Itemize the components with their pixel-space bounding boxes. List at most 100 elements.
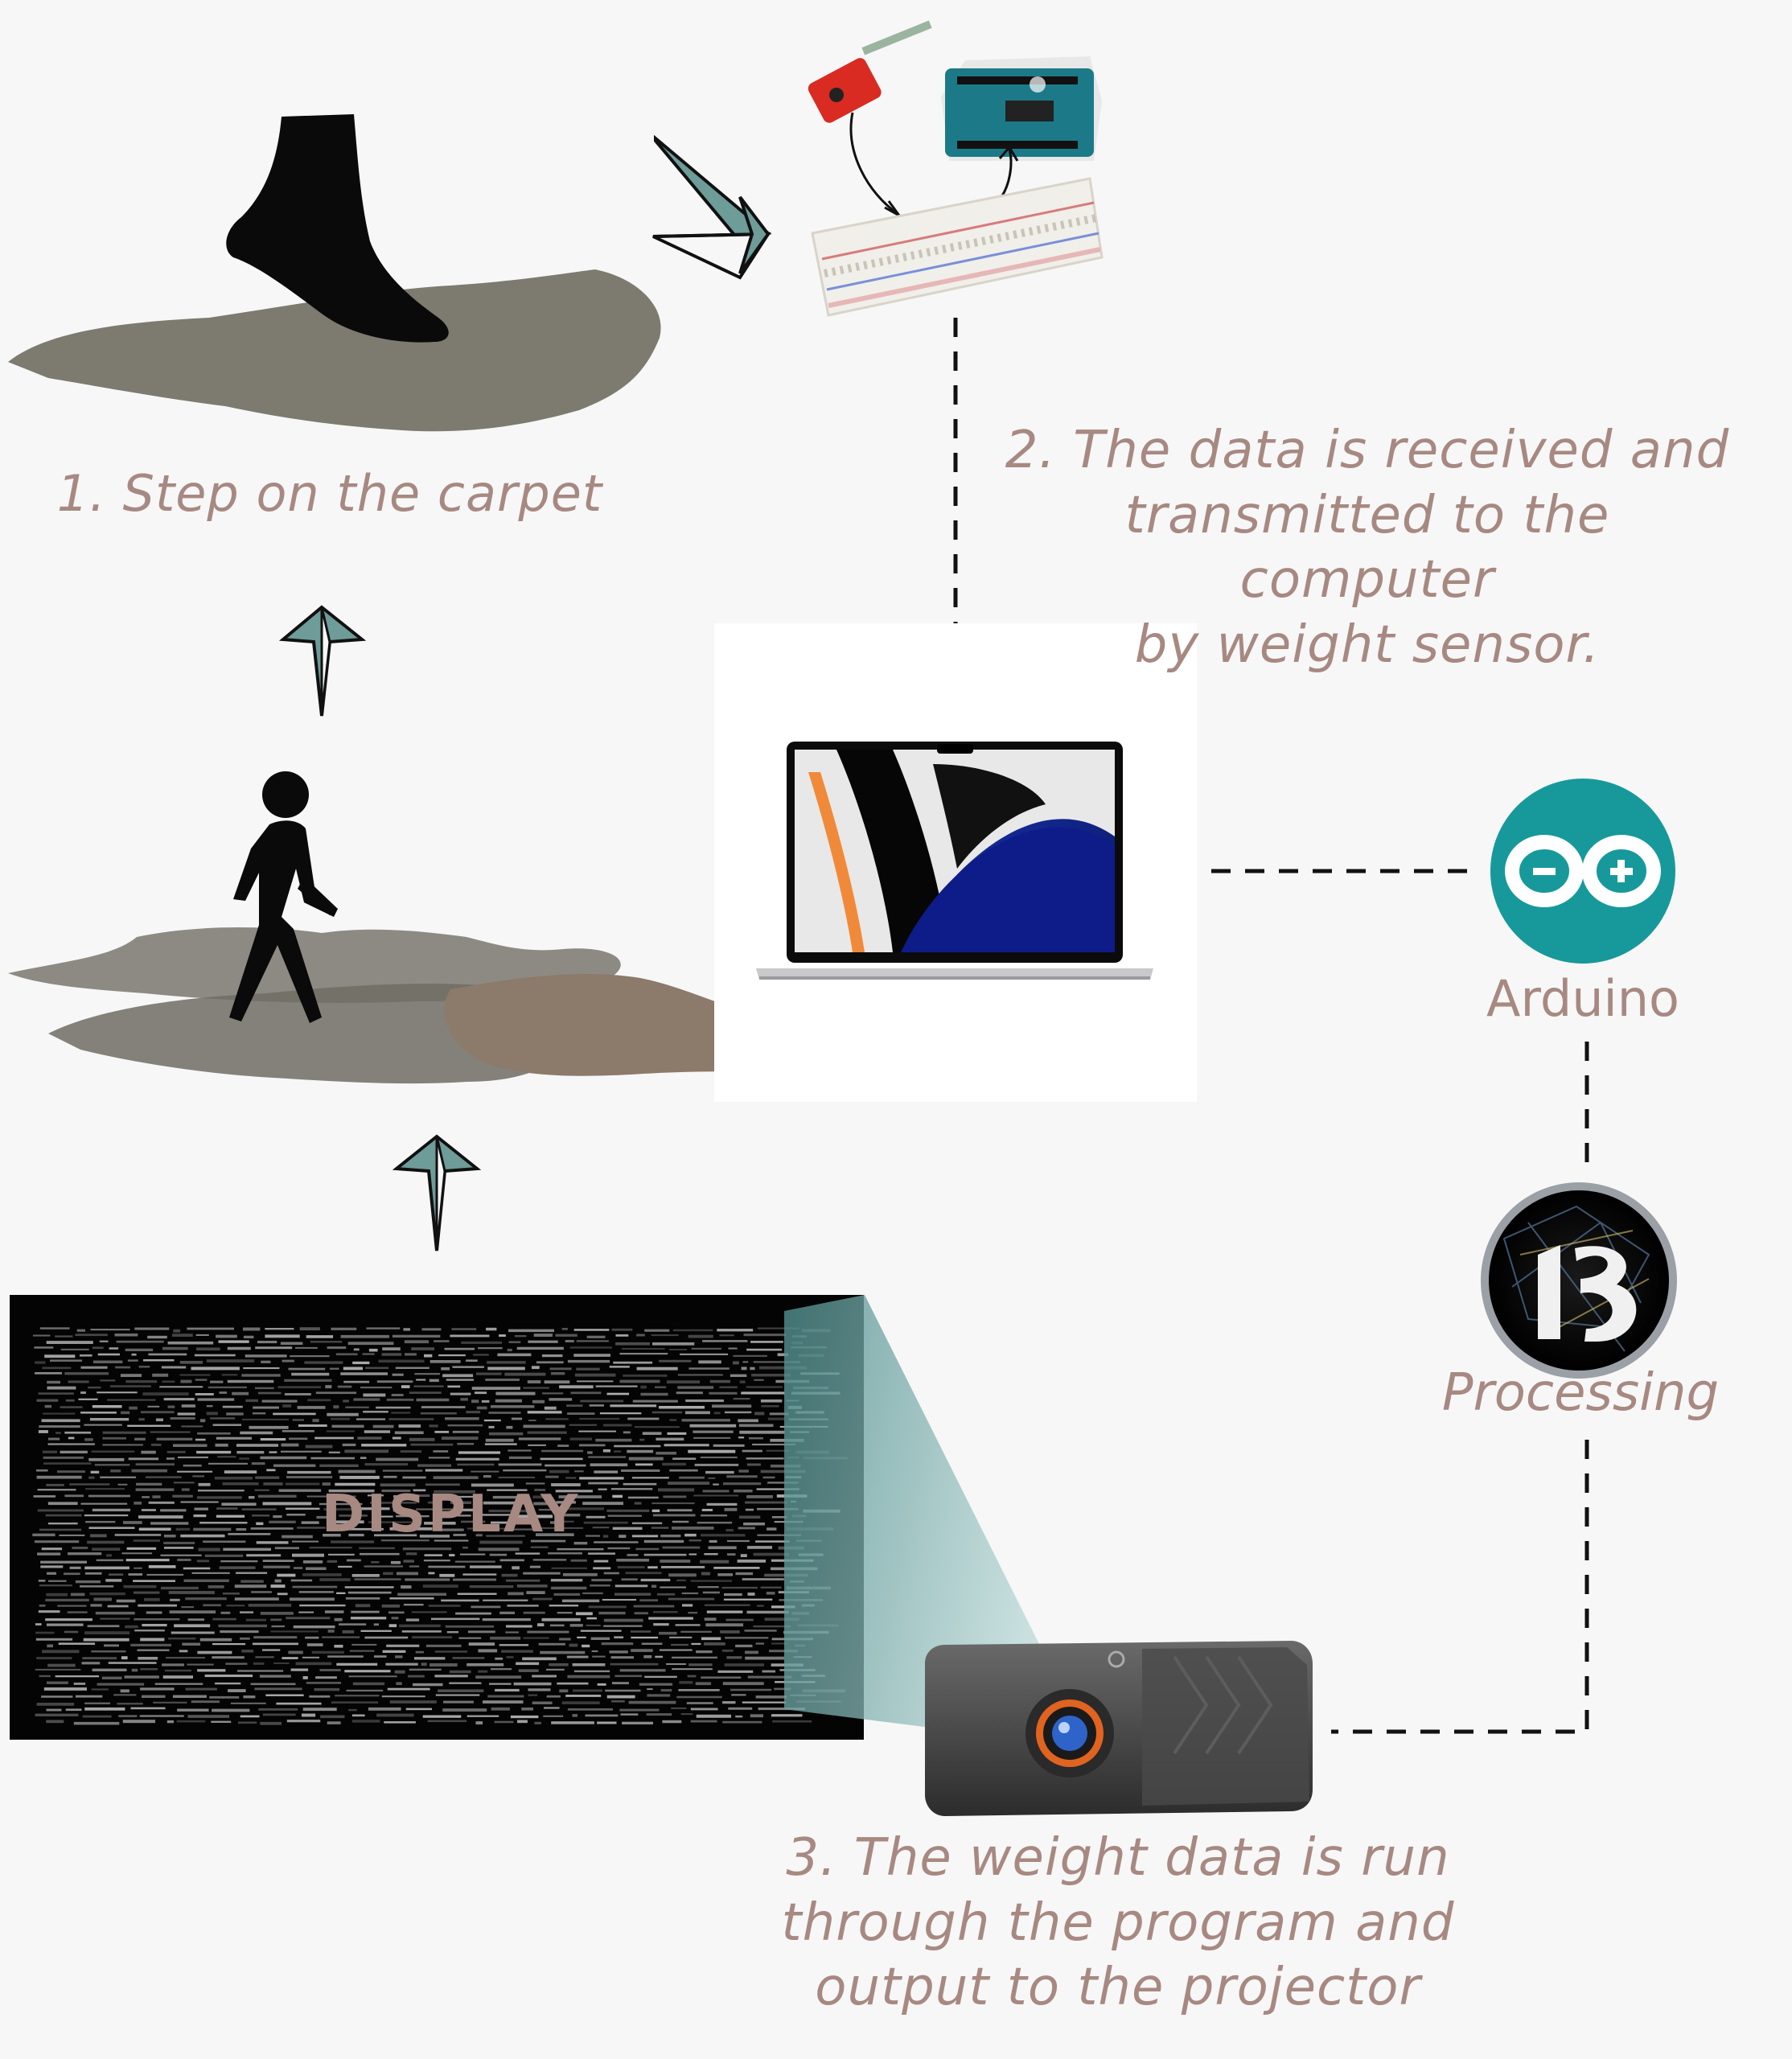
noise-stroke <box>660 1649 693 1651</box>
noise-stroke <box>42 1450 57 1453</box>
noise-stroke <box>215 1443 228 1447</box>
noise-stroke <box>131 1668 138 1672</box>
noise-stroke <box>351 1610 380 1613</box>
noise-stroke <box>693 1436 731 1439</box>
noise-stroke <box>248 1604 292 1607</box>
noise-stroke <box>352 1682 385 1686</box>
noise-stroke <box>168 1638 196 1640</box>
noise-stroke <box>134 1630 165 1632</box>
noise-stroke <box>255 1346 293 1350</box>
noise-stroke <box>720 1630 740 1634</box>
noise-stroke <box>39 1528 82 1531</box>
noise-stroke <box>289 1437 308 1440</box>
noise-stroke <box>641 1642 663 1645</box>
noise-stroke <box>391 1617 399 1620</box>
noise-stroke <box>631 1535 659 1538</box>
noise-stroke <box>255 1476 280 1479</box>
noise-stroke <box>221 1502 257 1506</box>
noise-stroke <box>315 1676 337 1679</box>
noise-stroke <box>487 1695 524 1698</box>
noise-stroke <box>134 1437 146 1440</box>
noise-stroke <box>486 1535 525 1537</box>
noise-stroke <box>491 1527 510 1530</box>
noise-stroke <box>102 1436 126 1440</box>
noise-stroke <box>328 1553 355 1556</box>
noise-stroke <box>676 1391 703 1395</box>
noise-stroke <box>588 1482 619 1485</box>
noise-stroke <box>206 1405 213 1408</box>
noise-stroke <box>310 1341 343 1343</box>
noise-stroke <box>684 1533 697 1537</box>
noise-stroke <box>651 1411 683 1414</box>
noise-stroke <box>739 1380 746 1383</box>
noise-stroke <box>181 1425 203 1428</box>
noise-stroke <box>603 1618 643 1622</box>
noise-stroke <box>541 1354 563 1358</box>
noise-stroke <box>523 1424 565 1428</box>
noise-stroke <box>144 1597 160 1601</box>
noise-stroke <box>80 1366 108 1369</box>
noise-stroke <box>672 1329 713 1332</box>
noise-stroke <box>647 1694 671 1697</box>
noise-stroke <box>668 1573 697 1577</box>
noise-stroke <box>616 1559 649 1562</box>
noise-stroke <box>140 1638 165 1642</box>
noise-stroke <box>302 1560 323 1564</box>
noise-stroke <box>668 1482 710 1485</box>
noise-stroke <box>523 1572 561 1575</box>
noise-stroke <box>549 1469 569 1473</box>
noise-stroke <box>265 1694 304 1696</box>
noise-stroke <box>591 1650 598 1653</box>
noise-stroke <box>259 1675 291 1678</box>
noise-stroke <box>590 1463 628 1467</box>
noise-stroke <box>495 1657 503 1660</box>
noise-stroke <box>116 1340 164 1343</box>
noise-stroke <box>643 1553 687 1556</box>
noise-stroke <box>135 1488 175 1491</box>
noise-stroke <box>422 1584 458 1588</box>
noise-stroke <box>666 1380 701 1384</box>
noise-stroke <box>601 1642 634 1646</box>
sensor-to-breadboard-arrow <box>849 112 898 215</box>
noise-stroke <box>771 1516 787 1519</box>
noise-stroke <box>478 1347 503 1350</box>
noise-stroke <box>46 1708 62 1712</box>
noise-stroke <box>433 1476 479 1479</box>
noise-stroke <box>730 1688 772 1691</box>
noise-stroke <box>121 1656 128 1660</box>
noise-stroke <box>39 1584 72 1587</box>
noise-stroke <box>713 1444 745 1447</box>
noise-stroke <box>532 1701 553 1704</box>
noise-stroke <box>360 1387 393 1389</box>
noise-stroke <box>280 1342 303 1345</box>
noise-stroke <box>68 1552 102 1556</box>
noise-stroke <box>723 1598 773 1601</box>
noise-stroke <box>757 1605 764 1607</box>
noise-stroke <box>743 1334 787 1337</box>
noise-stroke <box>483 1475 491 1478</box>
noise-stroke <box>292 1553 324 1557</box>
noise-stroke <box>767 1482 799 1484</box>
noise-stroke <box>751 1374 791 1377</box>
noise-stroke <box>41 1695 73 1698</box>
noise-stroke <box>291 1540 319 1543</box>
noise-stroke <box>577 1380 614 1383</box>
noise-stroke <box>162 1380 175 1383</box>
noise-stroke <box>753 1552 790 1556</box>
noise-stroke <box>587 1451 593 1454</box>
noise-stroke <box>162 1663 184 1667</box>
noise-stroke <box>721 1586 758 1589</box>
noise-stroke <box>198 1547 220 1551</box>
noise-stroke <box>688 1553 697 1556</box>
noise-stroke <box>353 1398 380 1401</box>
noise-stroke <box>653 1611 678 1613</box>
noise-stroke <box>557 1682 589 1685</box>
noise-stroke <box>615 1342 650 1346</box>
noise-stroke <box>724 1507 738 1511</box>
noise-stroke <box>682 1604 693 1607</box>
noise-stroke <box>239 1457 249 1460</box>
noise-stroke <box>396 1682 402 1685</box>
noise-stroke <box>218 1340 249 1343</box>
noise-stroke <box>582 1592 603 1595</box>
noise-stroke <box>745 1650 758 1654</box>
